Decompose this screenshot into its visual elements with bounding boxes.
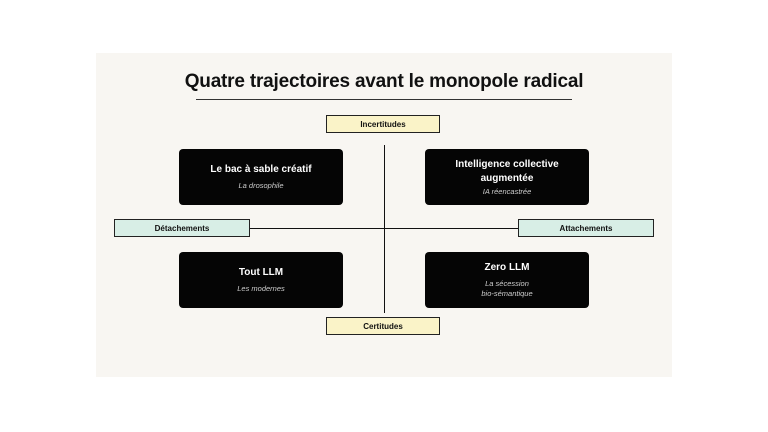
quadrant-top-left-title: Le bac à sable créatif: [210, 164, 312, 175]
title-underline: [196, 99, 572, 100]
quadrant-bottom-right-title: Zero LLM: [484, 262, 530, 273]
quadrant-bottom-left-title: Tout LLM: [238, 267, 284, 278]
quadrant-top-right-subtitle: IA réencastrée: [482, 186, 532, 196]
axis-label-attachements-text: Attachements: [556, 223, 616, 233]
axis-label-incertitudes: Incertitudes: [326, 115, 440, 133]
quadrant-top-left: Le bac à sable créatif La drosophile: [179, 149, 343, 205]
diagram-title: Quatre trajectoires avant le monopole ra…: [184, 71, 584, 92]
quadrant-bottom-right-subtitle-line2: bio-sémantique: [481, 289, 533, 298]
horizontal-axis: [216, 228, 552, 229]
quadrant-bottom-right-subtitle-line1: La sécession: [485, 279, 529, 288]
quadrant-bottom-right: Zero LLM La sécession bio-sémantique: [425, 252, 589, 308]
axis-label-detachements: Détachements: [114, 219, 250, 237]
axis-label-certitudes: Certitudes: [326, 317, 440, 335]
quadrant-top-right-title-line1: Intelligence collective: [455, 158, 559, 170]
quadrant-top-left-subtitle: La drosophile: [238, 181, 284, 190]
diagram-slide: Quatre trajectoires avant le monopole ra…: [96, 53, 672, 377]
quadrant-top-right: Intelligence collective augmentée IA rée…: [425, 149, 589, 205]
vertical-axis: [384, 145, 385, 313]
quadrant-bottom-left: Tout LLM Les modernes: [179, 252, 343, 308]
quadrant-top-right-title-line2: augmentée: [480, 172, 534, 184]
axis-label-detachements-text: Détachements: [151, 223, 213, 233]
quadrant-bottom-left-subtitle: Les modernes: [237, 284, 285, 293]
axis-label-attachements: Attachements: [518, 219, 654, 237]
